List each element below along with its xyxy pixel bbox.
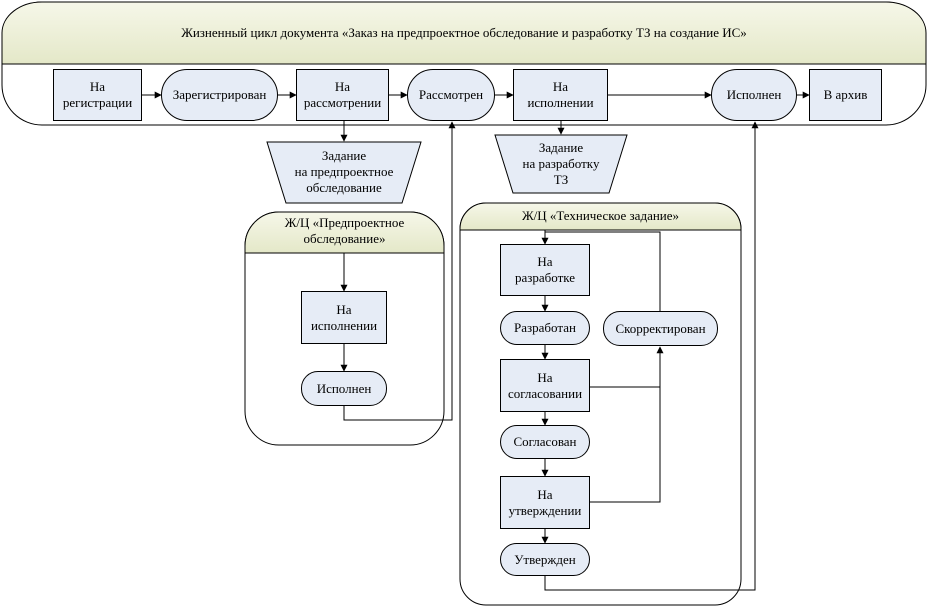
arrow-confirmed-executed [544,121,759,591]
tz-in-development[interactable]: На разработке [500,244,590,296]
tz-lifecycle-title: Ж/Ц «Техническое задание» [521,208,680,223]
arrow-corrected-dev [545,231,661,311]
state-reviewed[interactable]: Рассмотрен [407,69,495,121]
survey-title-band [244,211,445,254]
tz-on-approval[interactable]: На согласовании [500,359,590,412]
task-survey: Задание на предпроектное обследование [294,148,394,195]
task-tz-shape [494,134,628,194]
main-title-band [1,1,927,65]
state-archive[interactable]: В архив [809,69,882,121]
arrow-survey-done-reviewed [343,121,456,421]
survey-lifecycle-title: Ж/Ц «Предпроектное обследование» [284,215,405,246]
state-on-registration[interactable]: На регистрации [53,69,142,121]
survey-in-execution[interactable]: На исполнении [301,291,387,344]
survey-executed[interactable]: Исполнен [301,371,387,406]
tz-developed[interactable]: Разработан [500,311,590,345]
tz-on-confirmation[interactable]: На утверждении [500,476,590,529]
arrow-confirmation-corrected [590,347,661,503]
tz-approved[interactable]: Согласован [500,425,590,459]
state-in-execution[interactable]: На исполнении [513,69,608,121]
tz-confirmed[interactable]: Утвержден [500,543,590,576]
task-tz: Задание на разработку ТЗ [522,140,600,187]
state-on-review[interactable]: На рассмотрении [296,69,389,121]
tz-corrected[interactable]: Скорректирован [603,311,718,346]
diagram-title: Жизненный цикл документа «Заказ на предп… [181,25,747,40]
task-survey-shape [266,141,422,204]
state-executed[interactable]: Исполнен [711,69,797,121]
state-registered[interactable]: Зарегистрирован [161,69,278,121]
tz-title-band [459,202,742,231]
